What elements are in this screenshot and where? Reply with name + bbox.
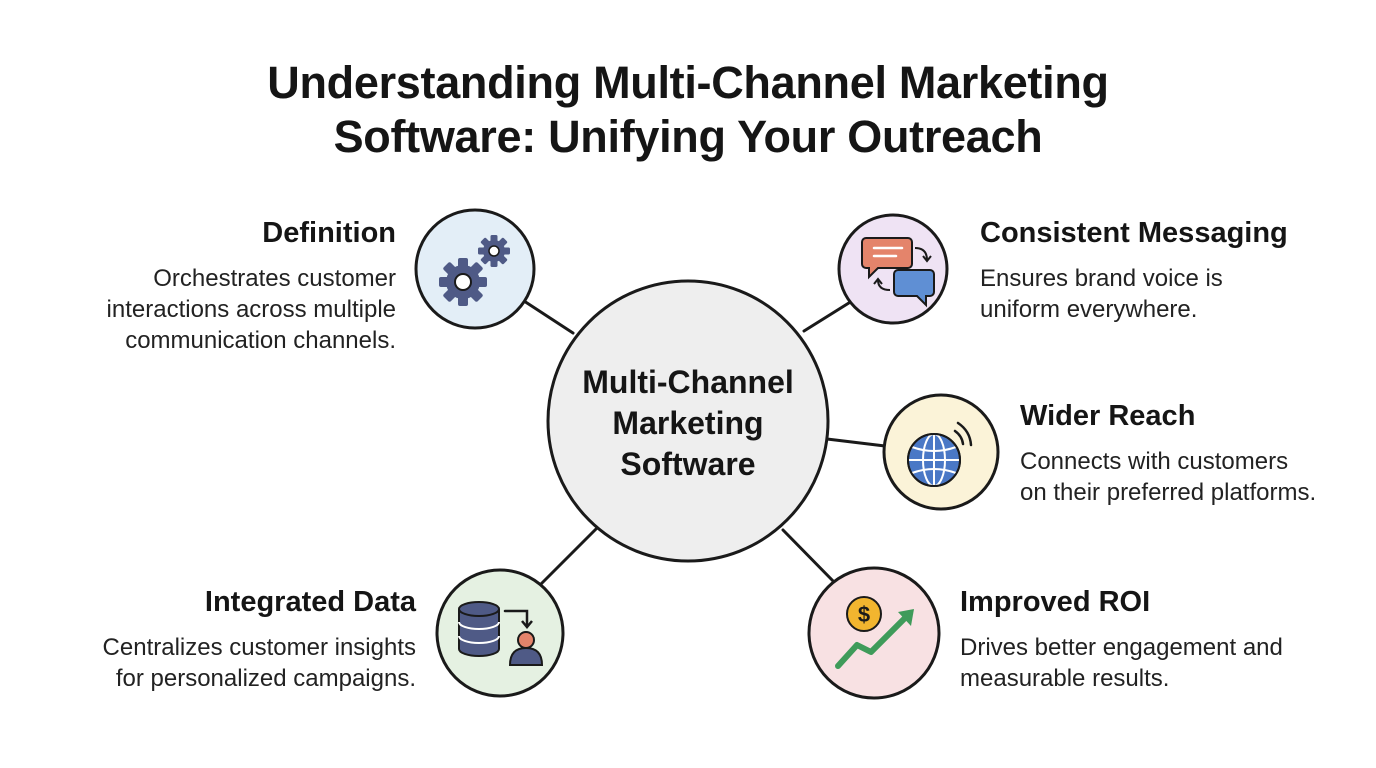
definition-heading: Definition (262, 217, 396, 249)
arrow-icon (503, 609, 533, 629)
definition-line-3: communication channels. (125, 327, 396, 354)
wider-reach-description: Connects with customers on their preferr… (1020, 446, 1366, 508)
connector-improved-roi (781, 528, 838, 586)
dollar-sign-icon: $ (858, 602, 870, 627)
dollar-growth-icon: $ (835, 596, 914, 669)
definition-line-2: interactions across multiple (106, 296, 396, 323)
integrated-data-line-2: for personalized campaigns. (115, 665, 416, 692)
center-label: Multi-Channel Marketing Software (548, 362, 828, 485)
chat-bubbles-icon (861, 237, 935, 308)
connector-integrated-data (539, 525, 600, 586)
wider-reach-line-1: Connects with customers (1020, 448, 1289, 475)
user-icon (508, 631, 544, 666)
node-integrated-data (435, 568, 565, 698)
connectors (522, 299, 887, 586)
globe-signal-icon (907, 421, 973, 487)
improved-roi-description: Drives better engagement and measurable … (960, 632, 1340, 694)
integrated-data-line-1: Centralizes customer insights (102, 634, 416, 661)
improved-roi-heading: Improved ROI (960, 586, 1151, 618)
consistent-messaging-block: Consistent Messaging Ensures brand voice… (980, 215, 1360, 325)
consistent-messaging-heading: Consistent Messaging (980, 217, 1288, 249)
connector-definition (522, 299, 575, 335)
connector-wider-reach (825, 437, 887, 448)
node-improved-roi-circle (807, 566, 941, 700)
database-icon (458, 601, 500, 657)
connector-consistent-messaging (802, 299, 854, 333)
node-wider-reach (882, 393, 1000, 511)
title-line-2: Software: Unifying Your Outreach (333, 111, 1043, 162)
consistent-messaging-line-1: Ensures brand voice is (980, 265, 1223, 292)
integrated-data-block: Integrated Data Centralizes customer ins… (50, 584, 416, 694)
node-improved-roi: $ (807, 566, 941, 700)
wider-reach-heading: Wider Reach (1020, 400, 1196, 432)
consistent-messaging-line-2: uniform everywhere. (980, 296, 1198, 323)
small-gear-icon (478, 235, 510, 267)
definition-block: Definition Orchestrates customer interac… (60, 215, 396, 356)
wider-reach-line-2: on their preferred platforms. (1020, 479, 1317, 506)
wider-reach-block: Wider Reach Connects with customers on t… (1020, 398, 1366, 508)
center-label-line-2: Marketing (612, 405, 764, 441)
integrated-data-heading: Integrated Data (204, 586, 416, 618)
consistent-messaging-description: Ensures brand voice is uniform everywher… (980, 263, 1360, 325)
center-label-line-1: Multi-Channel (582, 364, 794, 400)
definition-description: Orchestrates customer interactions acros… (60, 263, 396, 356)
title-line-1: Understanding Multi-Channel Marketing (267, 57, 1109, 108)
definition-line-1: Orchestrates customer (153, 265, 396, 292)
center-hub (546, 279, 830, 563)
center-label-line-3: Software (620, 446, 756, 482)
integrated-data-description: Centralizes customer insights for person… (50, 632, 416, 694)
node-consistent-messaging (837, 213, 949, 325)
node-definition (414, 208, 536, 330)
gears-icon (439, 258, 487, 306)
improved-roi-line-2: measurable results. (960, 665, 1170, 692)
page-title: Understanding Multi-Channel Marketing So… (0, 56, 1376, 164)
improved-roi-line-1: Drives better engagement and (960, 634, 1283, 661)
improved-roi-block: Improved ROI Drives better engagement an… (960, 584, 1340, 694)
